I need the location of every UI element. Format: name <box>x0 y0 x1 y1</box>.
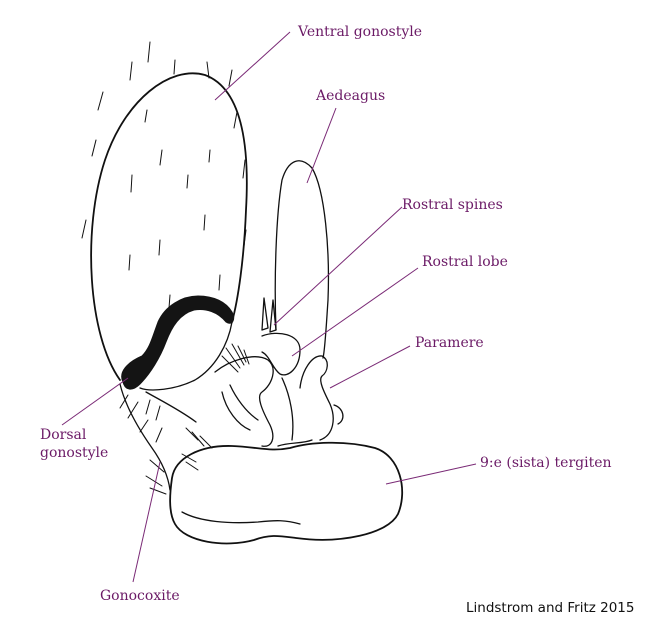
leader-ventral-gonostyle <box>214 31 291 101</box>
inner-structures <box>214 343 313 447</box>
label-tergite: 9:e (sista) tergiten <box>480 455 612 471</box>
paramere-shape <box>299 355 344 441</box>
gonocoxite-shape <box>119 383 213 495</box>
aedeagus-shape <box>274 160 330 359</box>
leader-aedeagus <box>306 107 337 184</box>
credit-text: Lindstrom and Fritz 2015 <box>466 600 635 616</box>
leader-paramere <box>329 345 411 389</box>
tergite-shape <box>169 441 404 545</box>
leader-rostral-spines <box>273 206 403 326</box>
label-ventral-gonostyle: Ventral gonostyle <box>298 24 423 40</box>
label-dorsal-gonostyle-line2: gonostyle <box>40 445 109 461</box>
label-gonocoxite: Gonocoxite <box>100 588 180 604</box>
leader-gonocoxite <box>132 461 161 583</box>
leader-tergite <box>385 463 477 485</box>
label-dorsal-gonostyle-line1: Dorsal <box>40 427 87 443</box>
leader-lines <box>61 31 477 583</box>
leader-dorsal-gonostyle <box>61 377 129 426</box>
label-aedeagus: Aedeagus <box>316 88 386 104</box>
label-paramere: Paramere <box>415 335 484 351</box>
rostral-spines-shape <box>261 297 277 333</box>
dorsal-gonostyle-shape <box>121 295 235 390</box>
label-rostral-spines: Rostral spines <box>402 197 503 213</box>
ventral-gonostyle-shape <box>81 41 248 391</box>
label-rostral-lobe: Rostral lobe <box>422 254 508 270</box>
leader-rostral-lobe <box>291 267 419 357</box>
